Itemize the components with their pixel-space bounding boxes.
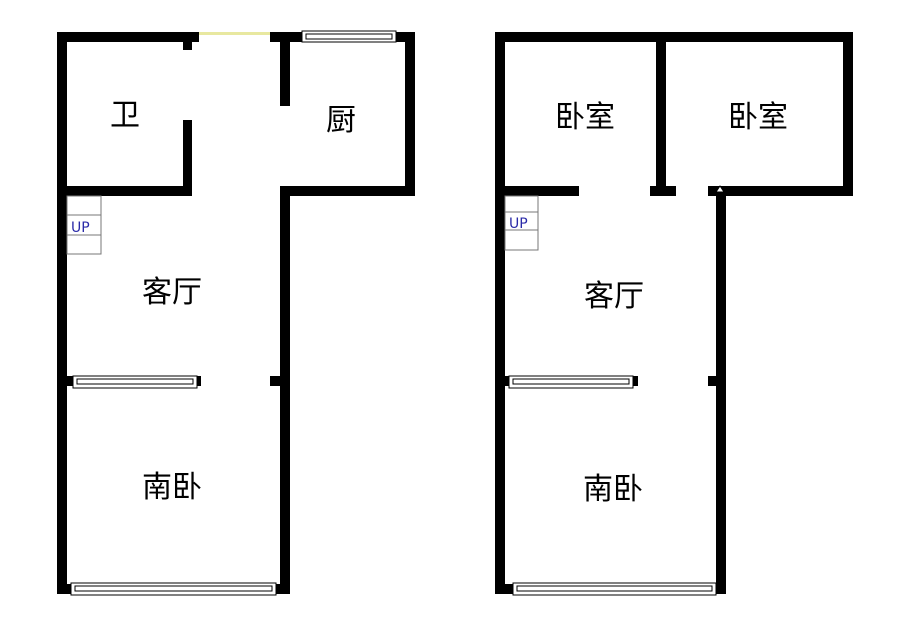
wall (505, 186, 579, 196)
floor-plan-right: UP 卧室 卧室 客厅 南卧 (495, 32, 853, 596)
wall (650, 186, 676, 196)
wall (716, 186, 853, 196)
wall (843, 32, 853, 196)
floor-plan-left: UP 卫 厨 客厅 南卧 (57, 30, 415, 596)
window-kitchen (301, 30, 397, 43)
wall (57, 584, 75, 594)
room-label-bathroom: 卫 (110, 98, 140, 133)
stair-up-label: UP (509, 216, 528, 232)
stair-up-label: UP (71, 220, 90, 236)
stair-symbol: UP (66, 195, 102, 255)
wall (716, 186, 726, 594)
room-label-south-bedroom: 南卧 (583, 472, 643, 507)
room-label-living-room: 客厅 (142, 275, 202, 310)
wall (712, 584, 726, 594)
wall (57, 32, 199, 42)
wall (57, 186, 192, 196)
window-divider (508, 375, 634, 389)
wall (270, 376, 280, 386)
wall (183, 120, 192, 196)
wall (280, 186, 415, 196)
wall (280, 32, 290, 106)
wall (280, 186, 290, 594)
wall (57, 32, 67, 594)
wall (393, 32, 415, 42)
wall (274, 584, 290, 594)
wall (183, 42, 192, 50)
wall (495, 584, 515, 594)
room-label-living-room: 客厅 (584, 279, 644, 314)
wall (405, 32, 415, 196)
window-divider (72, 375, 198, 389)
entrance-opening (199, 32, 270, 35)
stair-symbol: UP (504, 195, 539, 251)
window-south (512, 582, 717, 596)
door-marker (715, 185, 725, 193)
room-label-bedroom-left: 卧室 (555, 100, 615, 135)
room-label-south-bedroom: 南卧 (142, 470, 202, 505)
wall (495, 32, 505, 594)
wall (67, 376, 75, 386)
room-label-bedroom-right: 卧室 (728, 100, 788, 135)
window-south (70, 582, 277, 596)
wall (495, 32, 853, 42)
room-label-kitchen: 厨 (326, 103, 356, 138)
wall (656, 32, 666, 196)
wall (708, 376, 716, 386)
